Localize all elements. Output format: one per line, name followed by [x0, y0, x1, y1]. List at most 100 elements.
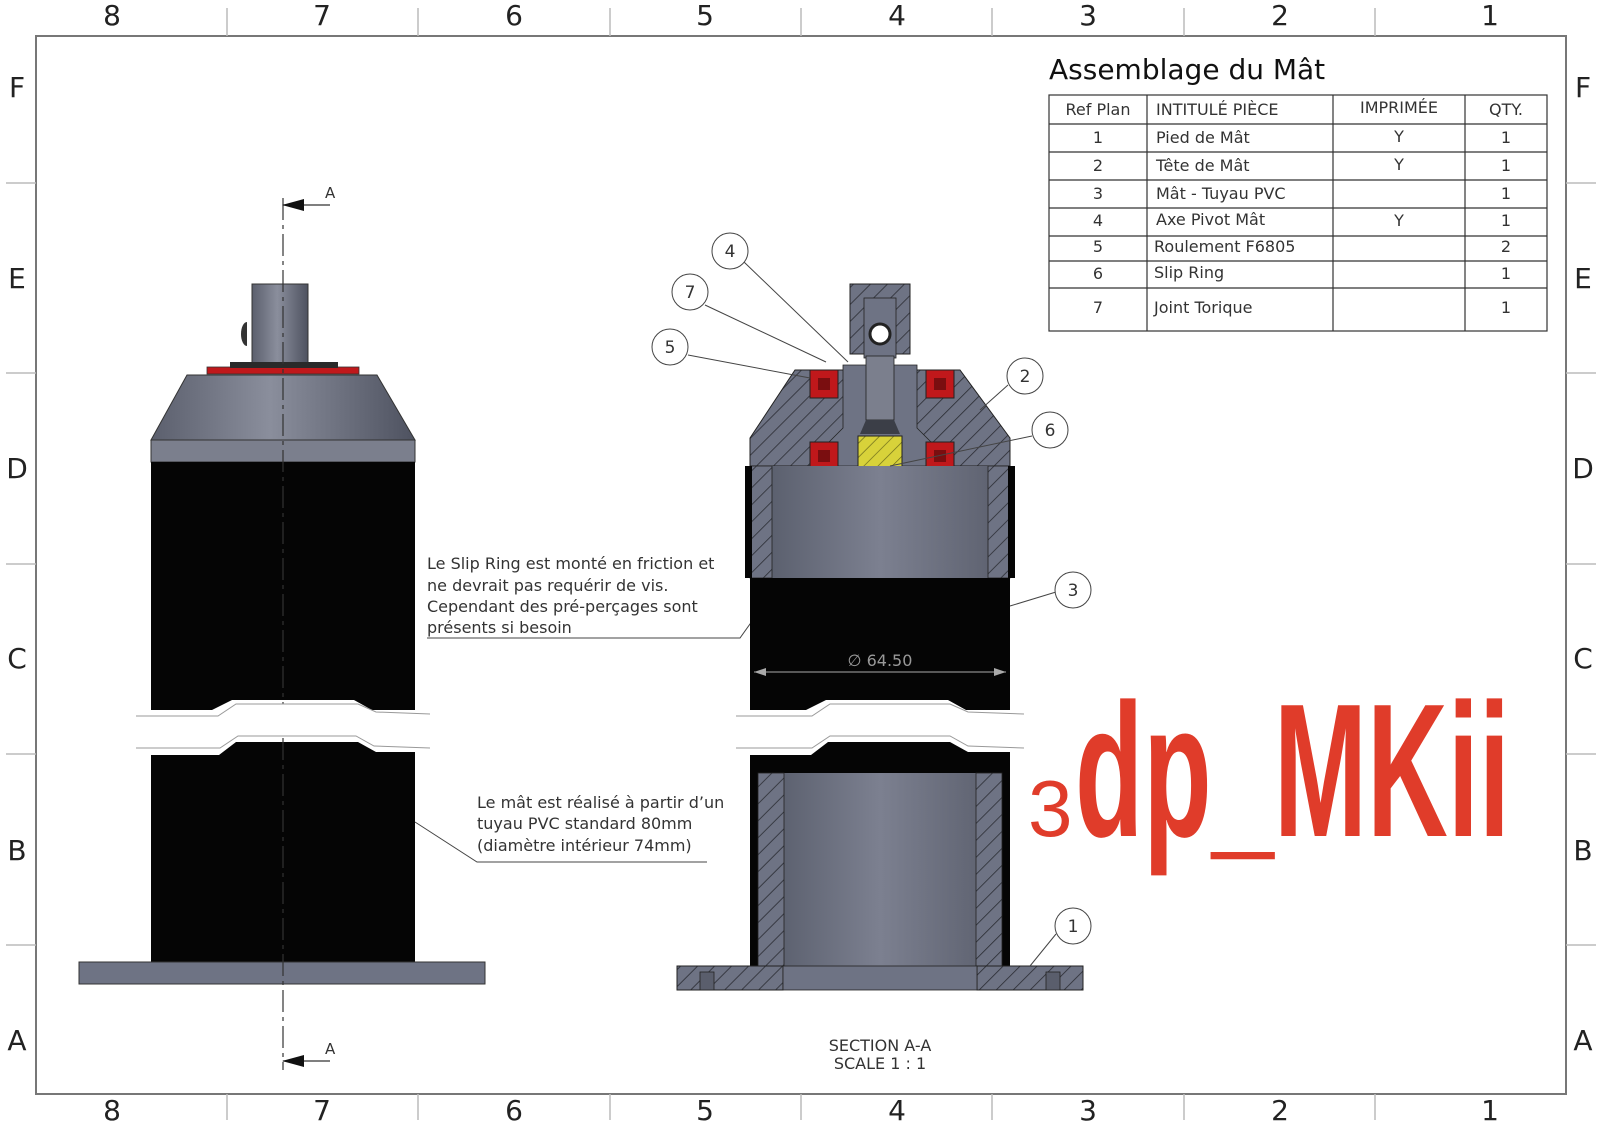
svg-text:Joint Torique: Joint Torique	[1153, 298, 1252, 317]
zone-col-6: 6	[505, 1094, 523, 1127]
svg-text:Pied de Mât: Pied de Mât	[1156, 128, 1250, 147]
brand-logo: 3 dp_MKii	[1028, 665, 1510, 877]
svg-text:Roulement F6805: Roulement F6805	[1154, 237, 1295, 256]
zone-col-8: 8	[103, 1094, 121, 1127]
table-row: 7 Joint Torique 1	[1093, 298, 1511, 317]
table-row: 3 Mât - Tuyau PVC 1	[1093, 184, 1511, 203]
svg-text:1: 1	[1501, 264, 1511, 283]
diameter-dimension: ∅ 64.50	[848, 651, 913, 670]
balloon-4: 4	[711, 232, 749, 270]
svg-text:5: 5	[1093, 237, 1103, 256]
section-marker-bottom: A	[325, 1040, 336, 1058]
svg-text:SCALE 1 : 1: SCALE 1 : 1	[834, 1054, 926, 1073]
logo-text: dp_MKii	[1075, 665, 1510, 877]
balloon-2: 2	[1006, 357, 1044, 395]
zone-col-4: 4	[888, 1094, 906, 1127]
table-row: 1 Pied de Mât Y 1	[1093, 127, 1511, 147]
svg-text:1: 1	[1093, 128, 1103, 147]
zone-row-c: C	[7, 642, 27, 675]
zone-row-e: E	[8, 262, 26, 295]
svg-text:SECTION A-A: SECTION A-A	[829, 1036, 932, 1055]
exterior-view: A A	[78, 184, 486, 1070]
zone-row-a: A	[7, 1024, 26, 1057]
drawing-frame	[6, 8, 1596, 1120]
bom-table: Assemblage du Mât Ref Plan INTITULÉ PIÈC…	[1048, 53, 1548, 332]
svg-text:2: 2	[1093, 156, 1103, 175]
zone-row-a: A	[1573, 1024, 1592, 1057]
svg-text:4: 4	[1093, 211, 1103, 230]
svg-text:Y: Y	[1393, 127, 1404, 146]
svg-text:6: 6	[1093, 264, 1103, 283]
svg-text:3: 3	[1093, 184, 1103, 203]
zone-row-c: C	[1573, 642, 1593, 675]
svg-text:(diamètre intérieur 74mm): (diamètre intérieur 74mm)	[477, 836, 692, 855]
section-marker-top: A	[325, 184, 336, 202]
zone-row-b: B	[1573, 834, 1592, 867]
zone-col-3: 3	[1079, 0, 1097, 32]
row-labels-left: F E D C B A	[6, 71, 28, 1057]
section-label: SECTION A-A SCALE 1 : 1	[829, 1036, 932, 1073]
zone-col-3: 3	[1079, 1094, 1097, 1127]
column-labels-bottom: 8 7 6 5 4 3 2 1	[103, 1094, 1499, 1127]
zone-col-6: 6	[505, 0, 523, 32]
svg-text:2: 2	[1501, 237, 1511, 256]
zone-row-f: F	[9, 71, 25, 104]
table-row: 4 Axe Pivot Mât Y 1	[1093, 210, 1511, 230]
zone-col-7: 7	[313, 1094, 331, 1127]
zone-col-2: 2	[1271, 0, 1289, 32]
zone-col-2: 2	[1271, 1094, 1289, 1127]
svg-text:Mât - Tuyau PVC: Mât - Tuyau PVC	[1156, 184, 1286, 203]
balloon-6: 6	[1031, 411, 1069, 449]
zone-row-e: E	[1574, 262, 1592, 295]
svg-text:1: 1	[1501, 298, 1511, 317]
table-row: 2 Tête de Mât Y 1	[1093, 155, 1511, 175]
zone-col-5: 5	[696, 0, 714, 32]
svg-text:1: 1	[1501, 184, 1511, 203]
column-labels-top: 8 7 6 5 4 3 2 1	[103, 0, 1499, 32]
bom-header-name: INTITULÉ PIÈCE	[1156, 100, 1279, 119]
zone-col-5: 5	[696, 1094, 714, 1127]
zone-col-8: 8	[103, 0, 121, 32]
svg-text:1: 1	[1068, 917, 1079, 937]
svg-text:Axe Pivot Mât: Axe Pivot Mât	[1156, 210, 1265, 229]
zone-row-b: B	[7, 834, 26, 867]
svg-text:1: 1	[1501, 211, 1511, 230]
balloon-3: 3	[1054, 571, 1092, 609]
svg-text:1: 1	[1501, 156, 1511, 175]
section-view: ∅ 64.50	[136, 283, 1084, 991]
svg-text:Tête de Mât: Tête de Mât	[1155, 156, 1250, 175]
zone-row-d: D	[1572, 452, 1594, 485]
zone-row-d: D	[6, 452, 28, 485]
svg-text:1: 1	[1501, 128, 1511, 147]
svg-text:Y: Y	[1393, 211, 1404, 230]
svg-text:2: 2	[1020, 367, 1031, 387]
table-row: 5 Roulement F6805 2	[1093, 237, 1511, 256]
bom-header-ref: Ref Plan	[1066, 100, 1131, 119]
table-row: 6 Slip Ring 1	[1093, 263, 1511, 283]
logo-prefix: 3	[1028, 764, 1073, 853]
svg-text:Slip Ring: Slip Ring	[1154, 263, 1224, 282]
note-mast: Le mât est réalisé à partir d’un tuyau P…	[414, 793, 724, 863]
row-labels-right: F E D C B A	[1572, 71, 1594, 1057]
svg-text:6: 6	[1045, 421, 1056, 441]
balloon-5: 5	[651, 328, 689, 366]
svg-text:Le mât est réalisé à partir d’: Le mât est réalisé à partir d’un	[477, 793, 724, 812]
svg-text:présents si besoin: présents si besoin	[427, 618, 572, 637]
svg-text:7: 7	[685, 283, 696, 303]
balloon-1: 1	[1054, 907, 1092, 945]
zone-col-4: 4	[888, 0, 906, 32]
svg-text:Y: Y	[1393, 155, 1404, 174]
bom-title: Assemblage du Mât	[1049, 53, 1325, 86]
svg-text:ne devrait pas requérir de vis: ne devrait pas requérir de vis.	[427, 576, 668, 595]
svg-text:4: 4	[725, 242, 736, 262]
zone-col-7: 7	[313, 0, 331, 32]
svg-text:Le Slip Ring est monté en fric: Le Slip Ring est monté en friction et	[427, 554, 714, 573]
balloon-7: 7	[671, 273, 709, 311]
bom-header-qty: QTY.	[1489, 100, 1523, 119]
svg-text:tuyau PVC standard 80mm: tuyau PVC standard 80mm	[477, 814, 692, 833]
bom-header-printed: IMPRIMÉE	[1360, 98, 1438, 117]
svg-text:Cependant des pré-perçages son: Cependant des pré-perçages sont	[427, 597, 698, 616]
svg-text:5: 5	[665, 338, 676, 358]
svg-text:3: 3	[1068, 581, 1079, 601]
